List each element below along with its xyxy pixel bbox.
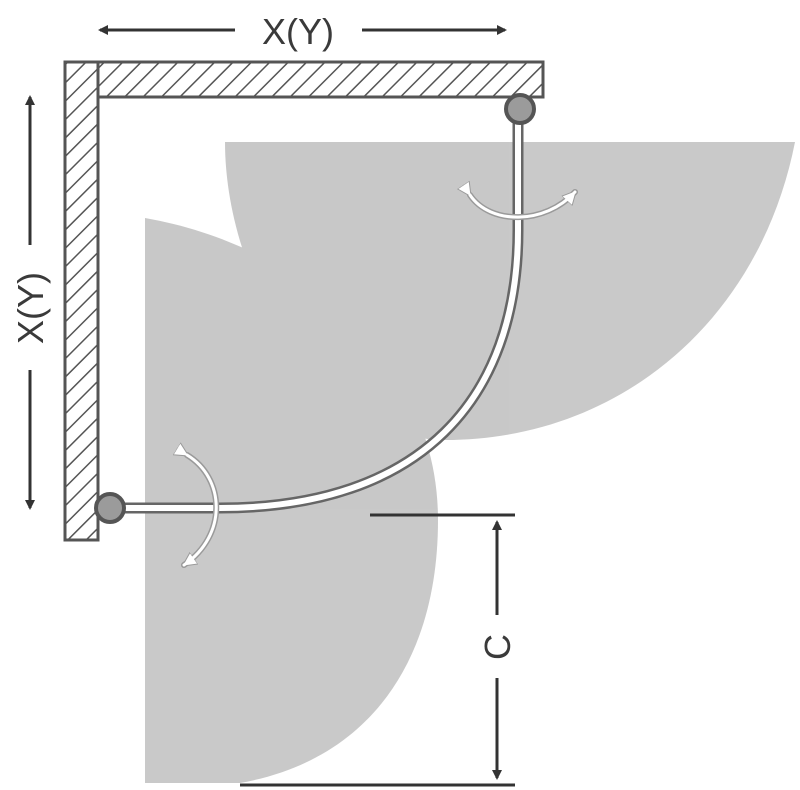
left-depth-label: X(Y): [10, 272, 51, 344]
top-width-label: X(Y): [262, 11, 334, 52]
top-wall: [65, 60, 545, 99]
left-depth-dimension: X(Y): [10, 95, 51, 510]
left-wall: [63, 60, 100, 542]
double-arrow-icon: [184, 192, 578, 568]
walls: [63, 60, 545, 542]
top-width-dimension: X(Y): [98, 11, 507, 52]
pivot-bottom-left: [94, 492, 126, 524]
door-clearance-label: C: [477, 634, 518, 660]
curved-door-rail: [104, 104, 524, 514]
hinge-pivot-icon: [94, 93, 536, 524]
door-swing-areas: [145, 142, 795, 783]
wall-corner-outline: [63, 60, 545, 542]
pivot-top-right: [504, 93, 536, 125]
door-clearance-dimension: C: [240, 513, 518, 787]
